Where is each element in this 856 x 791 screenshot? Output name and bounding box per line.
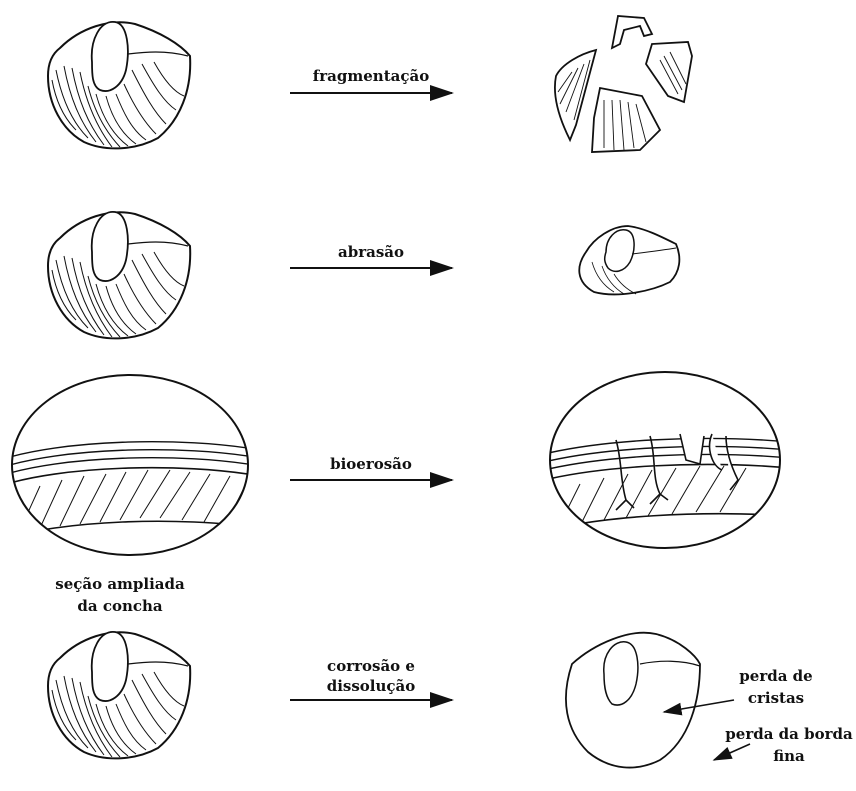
annotation-ridges-line-1: perda de xyxy=(739,666,812,686)
label-fragmentacao: fragmentação xyxy=(313,66,429,86)
shell-intact-1 xyxy=(48,22,190,149)
label-bioerosao: bioerosão xyxy=(330,454,412,474)
annotation-edge-line-2: fina xyxy=(773,746,805,766)
caption-line-2: da concha xyxy=(77,596,162,616)
label-abrasao: abrasão xyxy=(338,242,404,262)
shell-abraded xyxy=(579,226,679,294)
label-corrosao-line-2: dissolução xyxy=(327,676,416,696)
section-left xyxy=(0,375,260,555)
arrow-perda-borda xyxy=(714,744,750,760)
shell-intact-3 xyxy=(48,632,190,759)
shell-fragments xyxy=(555,16,692,152)
shell-intact-2 xyxy=(48,212,190,339)
shell-corroded xyxy=(566,633,700,768)
section-right xyxy=(540,372,790,548)
annotation-edge-line-1: perda da borda xyxy=(725,724,852,744)
annotation-ridges-line-2: cristas xyxy=(748,688,804,708)
label-corrosao-line-1: corrosão e xyxy=(327,656,415,676)
caption-line-1: seção ampliada xyxy=(55,574,184,594)
